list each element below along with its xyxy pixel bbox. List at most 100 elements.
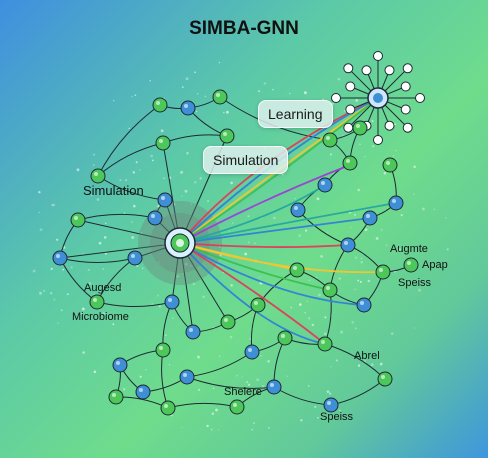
speckle xyxy=(330,366,332,368)
speckle xyxy=(50,292,53,295)
speckle xyxy=(159,305,161,308)
speckle xyxy=(90,194,93,197)
speiss-label-bottom: Speiss xyxy=(320,411,354,423)
speckle xyxy=(381,229,383,231)
speckle xyxy=(39,228,43,232)
speckle xyxy=(53,298,56,301)
speckle xyxy=(273,216,276,220)
node-highlight xyxy=(356,124,360,128)
signal-ray xyxy=(179,242,326,345)
speckle xyxy=(375,236,379,240)
abrel-label: Abrel xyxy=(354,350,380,362)
graph-edge xyxy=(96,257,136,303)
speckle xyxy=(185,77,189,81)
speckle xyxy=(308,279,311,282)
speckle xyxy=(119,179,121,181)
blue-node xyxy=(127,250,143,266)
signal-ray xyxy=(179,202,397,244)
speckle xyxy=(395,149,397,152)
speckle xyxy=(93,293,95,295)
node-highlight xyxy=(159,139,163,143)
signal-ray xyxy=(179,97,379,244)
speckle xyxy=(93,370,97,374)
speckle xyxy=(324,332,327,336)
speckle xyxy=(294,197,296,200)
node-highlight xyxy=(379,268,383,272)
signal-ray xyxy=(179,242,349,248)
speckle xyxy=(176,275,179,278)
node-highlight xyxy=(223,132,227,136)
speckle xyxy=(329,392,332,395)
green-node xyxy=(322,132,338,148)
node-highlight xyxy=(326,136,330,140)
speckle xyxy=(134,94,137,97)
speckle xyxy=(128,127,130,130)
learning-callout: Learning xyxy=(258,100,333,128)
speckle xyxy=(80,312,83,316)
radial-leaf-node xyxy=(402,63,413,74)
speckle xyxy=(135,161,138,164)
speckle xyxy=(125,179,127,181)
node-highlight xyxy=(321,340,325,344)
blue-node xyxy=(135,384,151,400)
radial-leaf-node xyxy=(400,104,411,115)
speckle xyxy=(303,91,307,95)
speckle xyxy=(186,151,189,155)
blue-node xyxy=(323,397,339,413)
green-node xyxy=(250,297,266,313)
speckle xyxy=(119,287,122,290)
speckle xyxy=(324,316,327,319)
speckle xyxy=(194,71,197,74)
node-highlight xyxy=(116,361,120,365)
blue-node xyxy=(112,357,128,373)
node-highlight xyxy=(360,301,364,305)
graph-edge xyxy=(59,257,98,303)
speckle xyxy=(162,177,165,180)
speckle xyxy=(259,276,261,278)
green-node xyxy=(89,294,105,310)
green-node xyxy=(155,135,171,151)
blue-node xyxy=(362,210,378,226)
node-highlight xyxy=(56,254,60,258)
speckle xyxy=(206,424,209,428)
node-highlight xyxy=(168,298,172,302)
speckle xyxy=(446,248,449,251)
speckle xyxy=(76,168,80,172)
speckle xyxy=(32,269,36,273)
green-node xyxy=(152,97,168,113)
speckle xyxy=(326,231,329,234)
speckle xyxy=(82,252,84,255)
speckle xyxy=(38,191,41,194)
blue-node xyxy=(317,177,333,193)
speckle xyxy=(197,93,199,95)
node-highlight xyxy=(381,375,385,379)
radial-leaf-node xyxy=(373,135,383,145)
speckle xyxy=(308,317,311,320)
apap-label: Apap xyxy=(422,259,448,271)
speckle xyxy=(413,327,416,329)
augesd-label: Augesd xyxy=(84,282,122,294)
blue-node xyxy=(244,344,260,360)
radial-leaf-node xyxy=(402,122,413,133)
node-highlight xyxy=(139,388,143,392)
node-highlight xyxy=(151,214,155,218)
speckle xyxy=(211,412,215,416)
node-highlight xyxy=(294,206,298,210)
green-node xyxy=(317,336,333,352)
speckle xyxy=(421,207,425,211)
speckle xyxy=(286,375,288,378)
node-highlight xyxy=(161,196,165,200)
speckle xyxy=(181,426,183,429)
speckle xyxy=(180,170,184,174)
speckle xyxy=(139,375,142,378)
speckle xyxy=(413,165,416,169)
node-highlight xyxy=(131,254,135,258)
signal-ray xyxy=(179,184,326,244)
speckle xyxy=(247,215,250,218)
speckle xyxy=(192,283,195,286)
simulation-callout: Simulation xyxy=(203,146,289,174)
speckle xyxy=(307,385,310,387)
speckle xyxy=(88,281,92,285)
speckle xyxy=(329,153,332,156)
radial-leaf-node xyxy=(400,81,411,92)
